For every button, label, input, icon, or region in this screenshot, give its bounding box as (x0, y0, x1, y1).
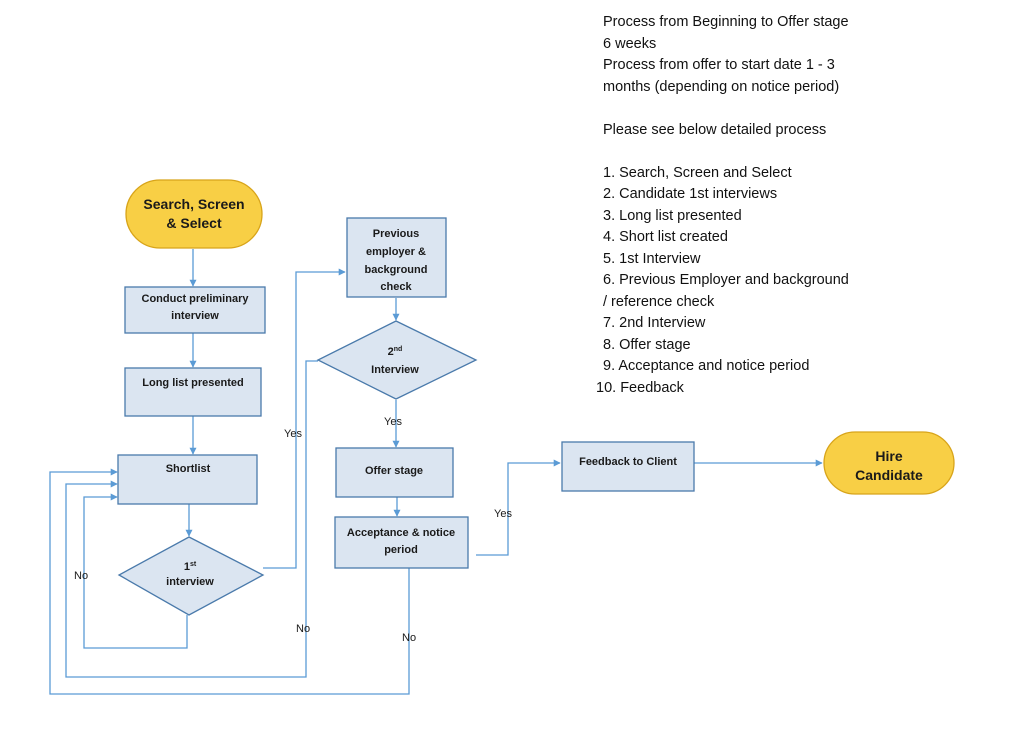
notes-line-duration-offer: Process from Beginning to Offer stage (603, 14, 849, 30)
prev-label-line2: employer & (366, 246, 426, 258)
step-text: Acceptance and notice period (618, 358, 810, 374)
notes-line-duration-start: Process from offer to start date 1 - 3 (603, 57, 835, 73)
interview2-decision: 2nd Interview (316, 320, 478, 400)
arrow-interview2-no-loop (65, 360, 318, 678)
step-number: 7. (603, 315, 616, 331)
hire-label-line1: Hire (875, 448, 902, 464)
interview2-word: Interview (371, 364, 419, 376)
step-number: 4. (603, 229, 616, 245)
edge-label-interview1-no: No (74, 570, 88, 582)
prelim-label-line1: Conduct preliminary (142, 293, 250, 305)
prev-label-line1: Previous (373, 228, 419, 240)
offer-label: Offer stage (365, 465, 423, 477)
prelim-interview-box: Conduct preliminary interview (124, 286, 266, 334)
edge-labels: Yes No No Yes No Yes (74, 416, 512, 644)
interview1-sup: st (190, 561, 197, 568)
step-item: 3. Long list presented (603, 206, 1003, 228)
process-notes: Process from Beginning to Offer stage 6 … (596, 12, 1003, 400)
step-item: 7. 2nd Interview (603, 313, 1003, 335)
longlist-box: Long list presented (124, 367, 262, 417)
notes-line-see-below: Please see below detailed process (603, 121, 827, 138)
edge-label-interview2-no: No (296, 623, 310, 635)
notes-spacer (603, 98, 1003, 120)
step-number: 3. (603, 207, 616, 224)
step-number: 9. (603, 358, 616, 374)
step-item: 8. Offer stage (603, 335, 1003, 357)
hire-label-line2: Candidate (855, 467, 923, 483)
prev-employer-box: Previous employer & background check (346, 217, 447, 298)
notes-line-weeks: 6 weeks (603, 35, 657, 52)
interview2-num-text: 2 (388, 346, 394, 358)
accept-label-line2: period (384, 544, 418, 556)
step-number: 6. (603, 272, 616, 288)
step-text: Previous Employer and background (619, 272, 849, 288)
step-number: 10. (596, 379, 617, 396)
hire-terminal: Hire Candidate (823, 431, 955, 495)
edge-label-interview2-yes: Yes (384, 416, 402, 428)
step-text: Feedback (620, 379, 684, 396)
step-text: Candidate 1st interviews (619, 186, 778, 202)
start-label-line1: Search, Screen (143, 196, 244, 212)
step-number: 2. (603, 186, 616, 202)
shortlist-label: Shortlist (166, 463, 211, 475)
longlist-label: Long list presented (142, 377, 243, 389)
interview1-num: 1st (184, 561, 197, 573)
arrow-accept-no-loop (49, 468, 410, 695)
arrow-accept-yes-to-feedback (476, 459, 561, 556)
edge-label-interview1-yes: Yes (284, 428, 302, 440)
step-item: 4. Short list created (603, 227, 1003, 249)
step-number: 5. (603, 250, 616, 267)
feedback-box: Feedback to Client (561, 441, 695, 492)
start-terminal: Search, Screen & Select (125, 179, 263, 249)
edge-label-accept-no: No (402, 632, 416, 644)
interview1-decision: 1st interview (117, 536, 265, 616)
accept-label-line1: Acceptance & notice (347, 527, 455, 539)
step-text: 1st Interview (619, 250, 701, 267)
step-text: Long list presented (619, 207, 742, 224)
connectors (49, 249, 823, 695)
step-text: Search, Screen and Select (619, 164, 792, 181)
offer-stage-box: Offer stage (335, 447, 454, 498)
process-steps-list: 1. Search, Screen and Select 2. Candidat… (596, 163, 1003, 400)
step-item: 6. Previous Employer and background (603, 270, 1003, 292)
step-number: 8. (603, 336, 616, 353)
step-text: / reference check (603, 293, 715, 310)
interview2-num: 2nd (388, 346, 403, 358)
feedback-label: Feedback to Client (579, 456, 677, 468)
interview2-sup: nd (394, 346, 403, 353)
step-text: Offer stage (619, 336, 691, 353)
step-item: 10. Feedback (596, 378, 1003, 400)
step-item: 9. Acceptance and notice period (603, 356, 1003, 378)
prev-label-line4: check (380, 281, 412, 293)
arrow-interview1-no-loop (83, 493, 188, 649)
notes-line-months: months (depending on notice period) (603, 78, 840, 95)
step-item: 1. Search, Screen and Select (603, 163, 1003, 185)
shortlist-box: Shortlist (117, 454, 258, 505)
step-item: 2. Candidate 1st interviews (603, 184, 1003, 206)
edge-label-accept-yes: Yes (494, 508, 512, 520)
step-text: Short list created (619, 229, 728, 245)
start-label-line2: & Select (166, 215, 222, 231)
notes-spacer (603, 141, 1003, 163)
prelim-label-line2: interview (171, 310, 219, 322)
acceptance-box: Acceptance & notice period (334, 516, 469, 569)
arrow-interview1-yes-to-prev (263, 268, 346, 569)
interview1-word: interview (166, 576, 214, 588)
interview1-num-text: 1 (184, 561, 190, 573)
step-item: 5. 1st Interview (603, 249, 1003, 271)
step-text: 2nd Interview (619, 315, 706, 331)
prev-label-line3: background (365, 264, 428, 276)
step-number: 1. (603, 164, 616, 181)
step-item-continuation: / reference check (603, 292, 1003, 314)
